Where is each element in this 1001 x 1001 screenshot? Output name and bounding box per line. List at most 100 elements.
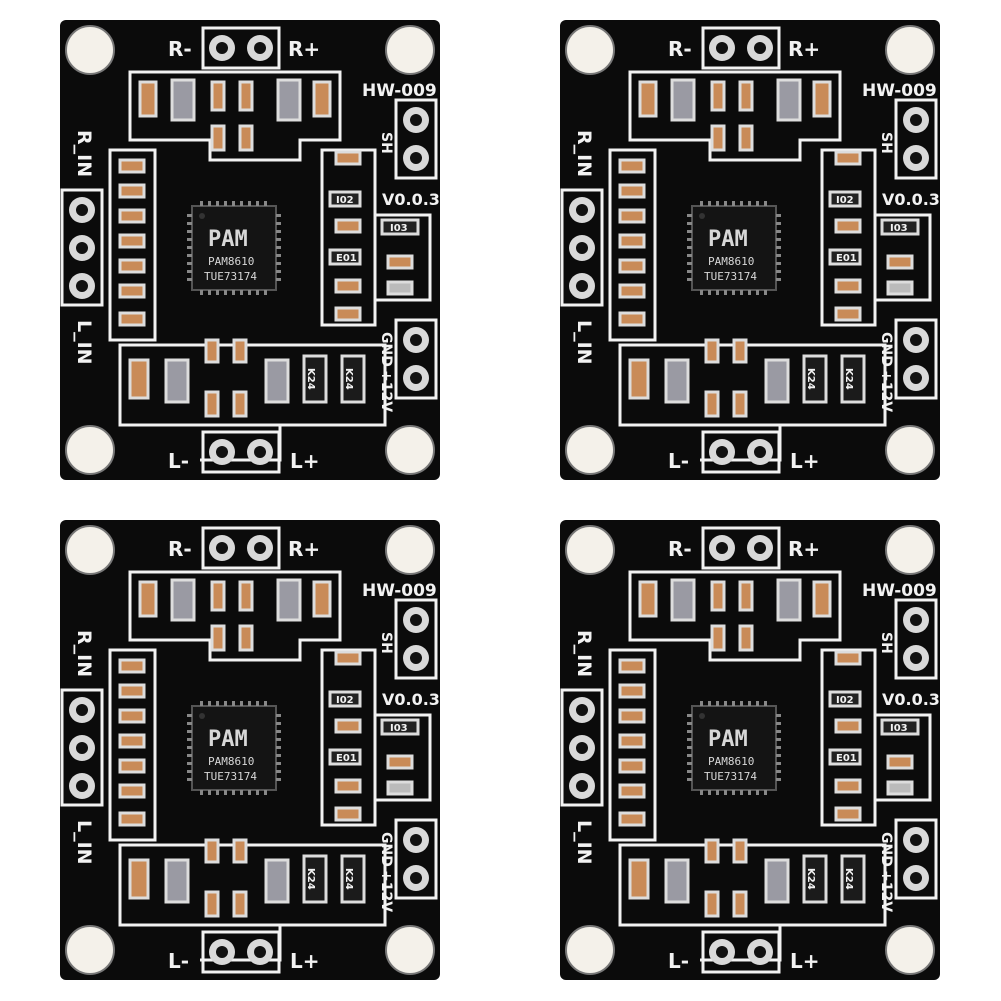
label-ic1: E01 [836, 753, 857, 764]
label-sh: SH [378, 132, 394, 154]
top-components [138, 578, 332, 652]
chip-logo: PAM [208, 727, 248, 752]
label-ic1: E01 [336, 253, 357, 264]
label-r-minus: R- [668, 537, 692, 561]
label-version: V0.0.3 [382, 690, 440, 709]
label-r-plus: R+ [288, 37, 320, 61]
label-ic3: I03 [890, 723, 908, 734]
chip-logo: PAM [708, 227, 748, 252]
mounting-holes [565, 25, 935, 475]
label-r-in: R_IN [573, 130, 595, 177]
pcb-board-graphic: R- R+ L- L+ HW-009 V0.0.3 R_IN L_IN SH G… [560, 20, 940, 480]
label-gnd: GND [378, 332, 394, 367]
label-ic3: I03 [390, 723, 408, 734]
label-model: HW-009 [362, 581, 437, 601]
label-sh: SH [878, 632, 894, 654]
pin-headers [560, 26, 938, 474]
label-12v: +12V [878, 870, 894, 912]
label-l-in: L_IN [73, 320, 95, 365]
chip-logo: PAM [208, 227, 248, 252]
right-components [828, 150, 920, 322]
label-l-minus: L- [668, 449, 689, 473]
chip-lot: TUE73174 [704, 270, 757, 283]
chip-part: PAM8610 [208, 755, 254, 768]
right-components [328, 650, 420, 822]
label-r-minus: R- [168, 537, 192, 561]
right-components [828, 650, 920, 822]
label-r-minus: R- [168, 37, 192, 61]
label-l-in: L_IN [573, 820, 595, 865]
label-gnd: GND [878, 832, 894, 867]
pcb-board: R- R+ L- L+ HW-009 V0.0.3 R_IN L_IN SH G… [60, 20, 440, 480]
silkscreen-outline [108, 70, 432, 462]
label-r-minus: R- [668, 37, 692, 61]
pam8610-chip [687, 201, 781, 295]
label-diode-1: K24 [305, 368, 316, 390]
label-model: HW-009 [862, 581, 937, 601]
label-r-in: R_IN [573, 630, 595, 677]
label-ic3: I03 [890, 223, 908, 234]
label-l-plus: L+ [290, 949, 320, 973]
bottom-components [628, 338, 866, 418]
left-components [118, 158, 146, 327]
pcb-board-graphic: R- R+ L- L+ HW-009 V0.0.3 R_IN L_IN SH G… [60, 520, 440, 980]
label-l-minus: L- [168, 949, 189, 973]
chip-part: PAM8610 [708, 755, 754, 768]
pcb-board: R- R+ L- L+ HW-009 V0.0.3 R_IN L_IN SH G… [560, 520, 940, 980]
label-12v: +12V [878, 370, 894, 412]
chip-part: PAM8610 [208, 255, 254, 268]
label-sh: SH [878, 132, 894, 154]
label-ic1: E01 [336, 753, 357, 764]
pam8610-chip [187, 201, 281, 295]
mounting-holes [65, 525, 435, 975]
label-version: V0.0.3 [882, 690, 940, 709]
pcb-board: R- R+ L- L+ HW-009 V0.0.3 R_IN L_IN SH G… [560, 20, 940, 480]
label-ic2: I02 [836, 695, 854, 706]
pam8610-chip [187, 701, 281, 795]
chip-logo: PAM [708, 727, 748, 752]
label-diode-1: K24 [805, 368, 816, 390]
label-l-in: L_IN [573, 320, 595, 365]
pcb-board-graphic: R- R+ L- L+ HW-009 V0.0.3 R_IN L_IN SH G… [60, 20, 440, 480]
label-model: HW-009 [362, 81, 437, 101]
pin-headers [560, 526, 938, 974]
label-sh: SH [378, 632, 394, 654]
label-ic2: I02 [336, 695, 354, 706]
label-12v: +12V [378, 870, 394, 912]
label-diode-1: K24 [805, 868, 816, 890]
mounting-holes [565, 525, 935, 975]
label-l-plus: L+ [790, 949, 820, 973]
label-l-minus: L- [168, 449, 189, 473]
label-l-in: L_IN [73, 820, 95, 865]
mounting-holes [65, 25, 435, 475]
pin-headers [60, 526, 438, 974]
bottom-components [128, 838, 366, 918]
label-ic2: I02 [836, 195, 854, 206]
pam8610-chip [687, 701, 781, 795]
left-components [118, 658, 146, 827]
label-r-plus: R+ [788, 537, 820, 561]
label-r-in: R_IN [73, 630, 95, 677]
label-r-plus: R+ [288, 537, 320, 561]
label-l-plus: L+ [790, 449, 820, 473]
label-12v: +12V [378, 370, 394, 412]
left-components [618, 158, 646, 327]
chip-lot: TUE73174 [704, 770, 757, 783]
label-diode-2: K24 [343, 868, 354, 890]
top-components [138, 78, 332, 152]
label-gnd: GND [878, 332, 894, 367]
label-ic3: I03 [390, 223, 408, 234]
label-diode-1: K24 [305, 868, 316, 890]
bottom-components [628, 838, 866, 918]
pcb-board-graphic: R- R+ L- L+ HW-009 V0.0.3 R_IN L_IN SH G… [560, 520, 940, 980]
right-components [328, 150, 420, 322]
bottom-components [128, 338, 366, 418]
label-ic2: I02 [336, 195, 354, 206]
label-model: HW-009 [862, 81, 937, 101]
label-r-in: R_IN [73, 130, 95, 177]
chip-part: PAM8610 [708, 255, 754, 268]
label-r-plus: R+ [788, 37, 820, 61]
pcb-board: R- R+ L- L+ HW-009 V0.0.3 R_IN L_IN SH G… [60, 520, 440, 980]
chip-lot: TUE73174 [204, 770, 257, 783]
